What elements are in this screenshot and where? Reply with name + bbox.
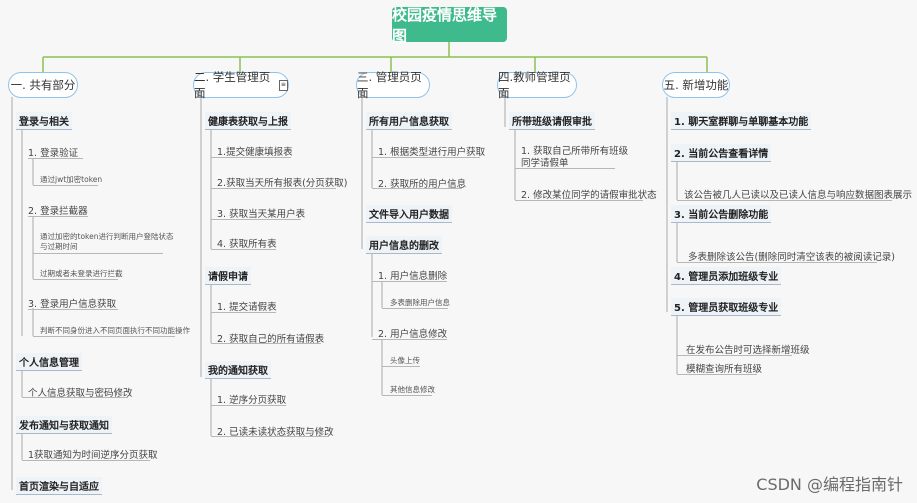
underline <box>211 188 336 189</box>
underline <box>33 336 175 337</box>
sub-jwt[interactable]: 通过jwt加密token <box>40 175 103 184</box>
underline <box>515 168 615 169</box>
underline <box>211 312 276 313</box>
branch-student[interactable]: 二. 学生管理页面 ≡ <box>193 70 289 100</box>
root-node[interactable]: 校园疫情思维导图 <box>392 6 507 45</box>
underline <box>211 405 286 406</box>
topic-login[interactable]: 登录与相关 <box>16 112 72 130</box>
underline <box>677 355 792 356</box>
item-user-delete[interactable]: 1. 用户信息删除 <box>378 271 448 282</box>
underline <box>22 460 150 461</box>
sub-multi-delete[interactable]: 多表删除用户信息 <box>390 298 450 307</box>
underline <box>372 188 462 189</box>
underline <box>372 157 480 158</box>
underline <box>515 200 643 201</box>
sub-avatar-upload[interactable]: 头像上传 <box>390 356 420 365</box>
branch-student-label: 二. 学生管理页面 <box>194 70 271 100</box>
item-submit-leave[interactable]: 1. 提交请假表 <box>217 302 277 313</box>
underline <box>211 219 301 220</box>
underline <box>382 366 420 367</box>
underline <box>33 253 163 254</box>
topic-notice-detail[interactable]: 2. 当前公告查看详情 <box>671 144 772 162</box>
item-profile-edit[interactable]: 个人信息获取与密码修改 <box>28 388 133 399</box>
underline <box>211 343 321 344</box>
sub-intercept[interactable]: 过期或者未登录进行拦截 <box>40 269 123 278</box>
topic-leave[interactable]: 请假申请 <box>205 267 251 285</box>
topic-notice[interactable]: 发布通知与获取通知 <box>16 416 112 434</box>
topic-chat[interactable]: 1. 聊天室群聊与单聊基本功能 <box>671 112 812 130</box>
topic-user-edit[interactable]: 用户信息的删改 <box>366 236 442 254</box>
underline <box>28 309 118 310</box>
topic-health-form[interactable]: 健康表获取与上报 <box>205 112 291 130</box>
item-read-status[interactable]: 2. 已读未读状态获取与修改 <box>217 427 334 438</box>
underline <box>33 185 98 186</box>
underline <box>382 395 432 396</box>
sub-role-pages[interactable]: 判断不同身份进入不同页面执行不同功能操作 <box>40 326 190 335</box>
sub-other-modify[interactable]: 其他信息修改 <box>390 385 435 394</box>
item-users-info[interactable]: 2. 获取所的用户信息 <box>378 179 467 190</box>
item-user-modify[interactable]: 2. 用户信息修改 <box>378 329 448 340</box>
item-class-leaves-line1[interactable]: 1. 获取自己所带所有班级 <box>521 146 629 157</box>
underline <box>33 279 118 280</box>
item-login-verify[interactable]: 1. 登录验证 <box>28 148 79 159</box>
item-select-class[interactable]: 在发布公告时可选择新增班级 <box>686 345 810 356</box>
item-my-leaves[interactable]: 2. 获取自己的所有请假表 <box>217 334 325 345</box>
topic-my-notice[interactable]: 我的通知获取 <box>205 361 271 379</box>
underline <box>28 158 83 159</box>
item-interceptor[interactable]: 2. 登录拦截器 <box>28 206 88 217</box>
underline <box>677 262 877 263</box>
topic-get-class[interactable]: 5. 管理员获取班级专业 <box>671 298 782 316</box>
underline <box>372 281 447 282</box>
underline <box>211 157 291 158</box>
item-modify-approval[interactable]: 2. 修改某位同学的请假审批状态 <box>521 190 657 201</box>
item-user-info[interactable]: 3. 登录用户信息获取 <box>28 299 117 310</box>
item-fuzzy-search[interactable]: 模糊查询所有班级 <box>686 364 763 375</box>
topic-add-class[interactable]: 4. 管理员添加班级专业 <box>671 267 782 285</box>
topic-leave-approval[interactable]: 所带班级请假审批 <box>509 112 595 130</box>
sub-token-check[interactable]: 通过加密的token进行判断用户登陆状态 <box>40 232 174 241</box>
item-class-leaves-line2[interactable]: 同学请假单 <box>521 158 569 169</box>
item-notice-fetch[interactable]: 1获取通知为时间逆序分页获取 <box>28 450 158 461</box>
branch-common[interactable]: 一. 共有部分 <box>8 72 78 98</box>
item-submit-health[interactable]: 1.提交健康填报表 <box>217 147 293 158</box>
topic-file-import[interactable]: 文件导入用户数据 <box>366 205 452 223</box>
branch-admin[interactable]: 三. 管理员页面 <box>356 70 430 100</box>
item-all-reports[interactable]: 2.获取当天所有报表(分页获取) <box>217 178 348 189</box>
item-users-by-type[interactable]: 1. 根据类型进行用户获取 <box>378 147 486 158</box>
topic-profile[interactable]: 个人信息管理 <box>16 353 82 371</box>
underline <box>211 249 276 250</box>
topic-all-users[interactable]: 所有用户信息获取 <box>366 112 452 130</box>
item-user-report[interactable]: 3. 获取当天某用户表 <box>217 209 306 220</box>
underline <box>677 200 892 201</box>
item-multi-delete-notice[interactable]: 多表删除该公告(删除同时清空该表的被阅读记录) <box>688 252 895 263</box>
item-read-stats[interactable]: 该公告被几人已读以及已读人信息与响应数据图表展示 <box>684 190 913 201</box>
branch-teacher[interactable]: 四.教师管理页面 <box>497 70 577 100</box>
underline <box>382 308 448 309</box>
underline <box>677 374 757 375</box>
underline <box>22 397 128 398</box>
sub-expire-time[interactable]: 与过期时间 <box>40 242 78 251</box>
note-icon: ≡ <box>278 79 288 91</box>
item-all-tables[interactable]: 4. 获取所有表 <box>217 239 277 250</box>
item-reverse-paging[interactable]: 1. 逆序分页获取 <box>217 395 287 406</box>
underline <box>372 339 447 340</box>
underline <box>211 436 329 437</box>
underline <box>28 216 88 217</box>
topic-notice-delete[interactable]: 3. 当前公告删除功能 <box>671 205 772 223</box>
watermark: CSDN @编程指南针 <box>756 475 903 494</box>
branch-new[interactable]: 五. 新增功能 <box>662 72 730 98</box>
topic-homepage[interactable]: 首页渲染与自适应 <box>16 477 102 495</box>
